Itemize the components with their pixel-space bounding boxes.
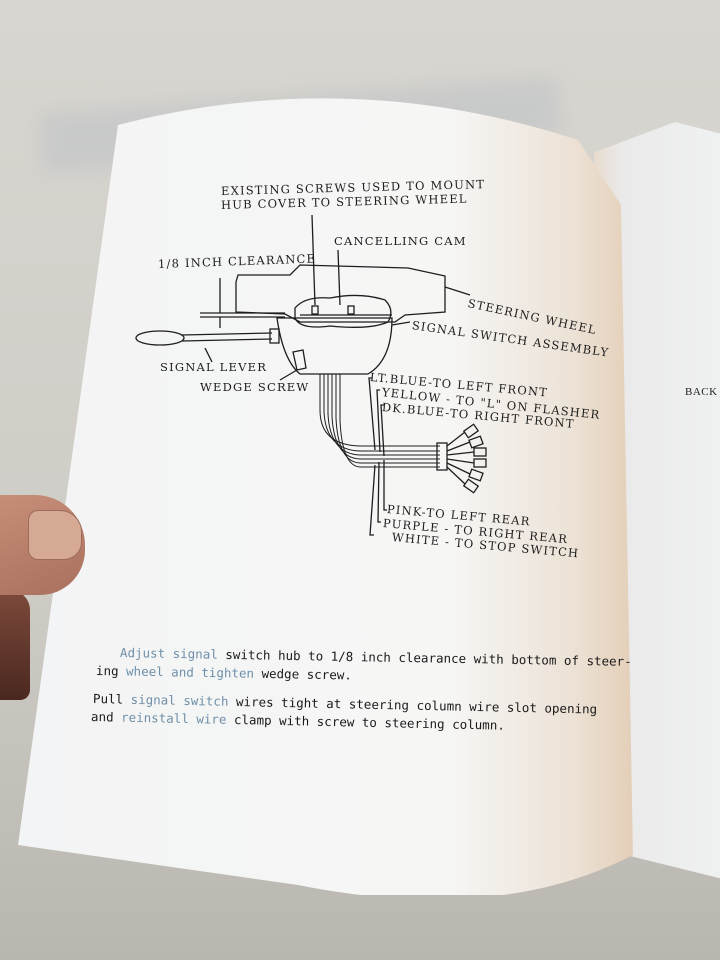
label-signal-lever: SIGNAL LEVER: [160, 360, 268, 374]
text: wedge screw.: [253, 665, 352, 683]
faint-text: reinstall wire: [120, 709, 227, 727]
faint-text: Adjust signal: [119, 645, 218, 662]
hand-palm: [0, 590, 30, 700]
document-page: [18, 85, 633, 895]
faint-text: signal switch: [130, 691, 229, 709]
text: Pull: [92, 691, 131, 707]
faint-text: wheel and tighten: [125, 663, 255, 681]
next-page-fragment-text: BACK: [685, 386, 718, 398]
text: ing: [95, 663, 127, 679]
thumbnail: [28, 510, 82, 560]
text: and: [90, 709, 122, 725]
label-cancelling-cam: CANCELLING CAM: [334, 234, 467, 248]
label-wedge-screw: WEDGE SCREW: [200, 380, 310, 394]
text: clamp with screw to steering column.: [226, 711, 505, 733]
